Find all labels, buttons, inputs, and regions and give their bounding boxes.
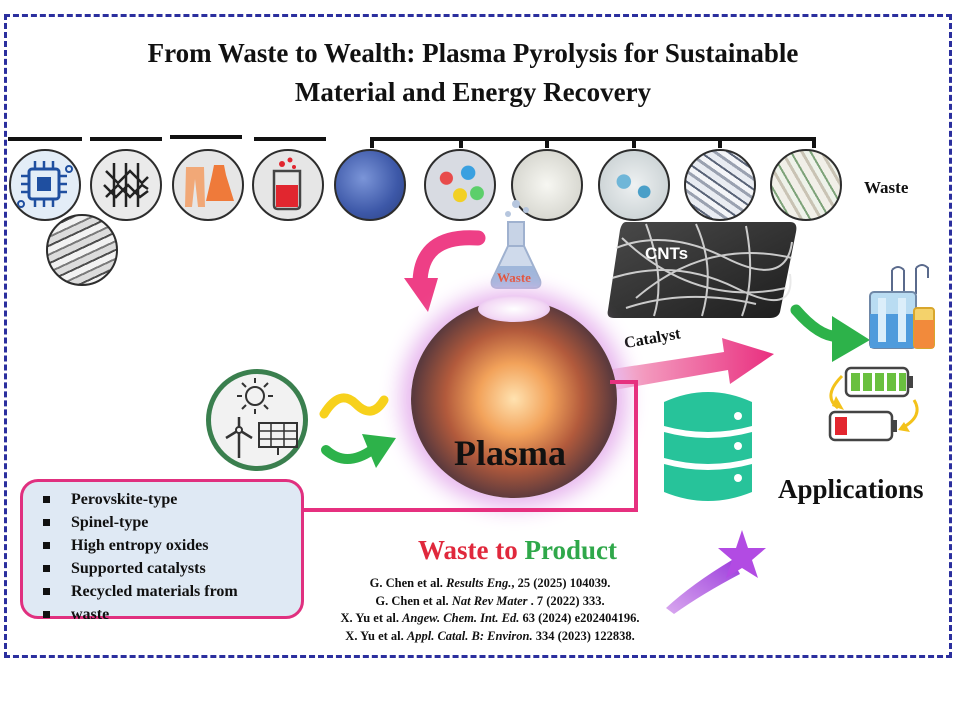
database-icon — [664, 392, 752, 501]
reference-1: G. Chen et al. Results Eng., 25 (2025) 1… — [369, 576, 611, 590]
mixed-plastic-photo — [770, 149, 842, 221]
flask-icon — [490, 200, 542, 289]
plasma-neck — [478, 296, 550, 322]
yellow-wave-arrow — [319, 393, 389, 419]
plasma-sphere — [411, 300, 617, 498]
battery-icon — [828, 366, 919, 442]
bracket-tick-3 — [545, 137, 549, 148]
cnts-image — [607, 222, 797, 318]
reference-3: X. Yu et al. Angew. Chem. Int. Ed. 63 (2… — [340, 611, 640, 625]
cnts-label: CNTs — [645, 244, 689, 263]
catalyst-types-list: Perovskite-type Spinel-type High entropy… — [23, 482, 301, 626]
catalyst-types-box: Perovskite-type Spinel-type High entropy… — [20, 479, 304, 623]
references: G. Chen et al. Results Eng., 25 (2025) 1… — [320, 575, 660, 645]
textile-fiber-icon — [90, 149, 162, 221]
pink-curved-arrow — [404, 230, 486, 312]
bracket-bar-2 — [90, 137, 162, 141]
clothing-icon — [172, 149, 244, 221]
title-line-1: From Waste to Wealth: Plasma Pyrolysis f… — [147, 38, 799, 68]
white-flakes-photo — [511, 149, 583, 221]
legend-connector-line — [300, 380, 638, 512]
wind-turbine-icon — [225, 417, 253, 458]
bottle-caps-photo — [424, 149, 496, 221]
wtp-waste: Waste — [418, 535, 489, 565]
circuit-board-icon — [9, 149, 81, 221]
plastic-waste-photo — [334, 149, 406, 221]
reference-4: X. Yu et al. Appl. Catal. B: Environ. 33… — [345, 628, 635, 643]
reference-2: G. Chen et al. Nat Rev Mater . 7 (2022) … — [375, 593, 605, 608]
bracket-bar-4 — [254, 137, 326, 141]
bracket-bar-5 — [370, 137, 816, 141]
catalyst-arrow — [606, 338, 774, 390]
applications-label: Applications — [778, 474, 924, 504]
catalyst-type-item: Supported catalysts — [41, 557, 301, 580]
wtp-product: Product — [524, 535, 618, 565]
catalyst-type-item: High entropy oxides — [41, 534, 301, 557]
solar-panel-icon — [258, 422, 298, 455]
bracket-tick-1 — [370, 137, 374, 148]
reactor-icon — [869, 264, 935, 349]
metal-mesh-photo — [46, 214, 118, 286]
catalyst-type-item: Spinel-type — [41, 511, 301, 534]
plasma-label: Plasma — [454, 433, 566, 473]
waste-label: Waste — [864, 178, 909, 197]
sun-icon — [237, 378, 273, 414]
bracket-tick-4 — [632, 137, 636, 148]
blue-flakes-photo — [598, 149, 670, 221]
title-line-2: Material and Energy Recovery — [294, 77, 652, 107]
catalyst-type-item: waste — [41, 603, 301, 626]
beaker-icon — [252, 149, 324, 221]
bracket-tick-6 — [812, 137, 816, 148]
flask-waste-label: Waste — [497, 270, 531, 285]
bracket-tick-2 — [459, 137, 463, 148]
green-arrow-to-applications — [790, 304, 870, 362]
renewable-energy-circle — [206, 369, 308, 471]
bracket-bar-1 — [8, 137, 82, 141]
wtp-to: to — [495, 535, 518, 565]
shredded-plastic-photo — [684, 149, 756, 221]
catalyst-type-item: Perovskite-type — [41, 488, 301, 511]
shooting-star-icon — [666, 530, 766, 614]
waste-to-product-heading: Waste to Product — [418, 535, 617, 566]
bracket-bar-3 — [170, 135, 242, 139]
diagram-title: From Waste to Wealth: Plasma Pyrolysis f… — [0, 34, 946, 112]
dashed-frame — [4, 14, 952, 658]
green-arrow-to-plasma — [321, 434, 396, 468]
bracket-tick-5 — [718, 137, 722, 148]
catalyst-type-item: Recycled materials from — [41, 580, 301, 603]
